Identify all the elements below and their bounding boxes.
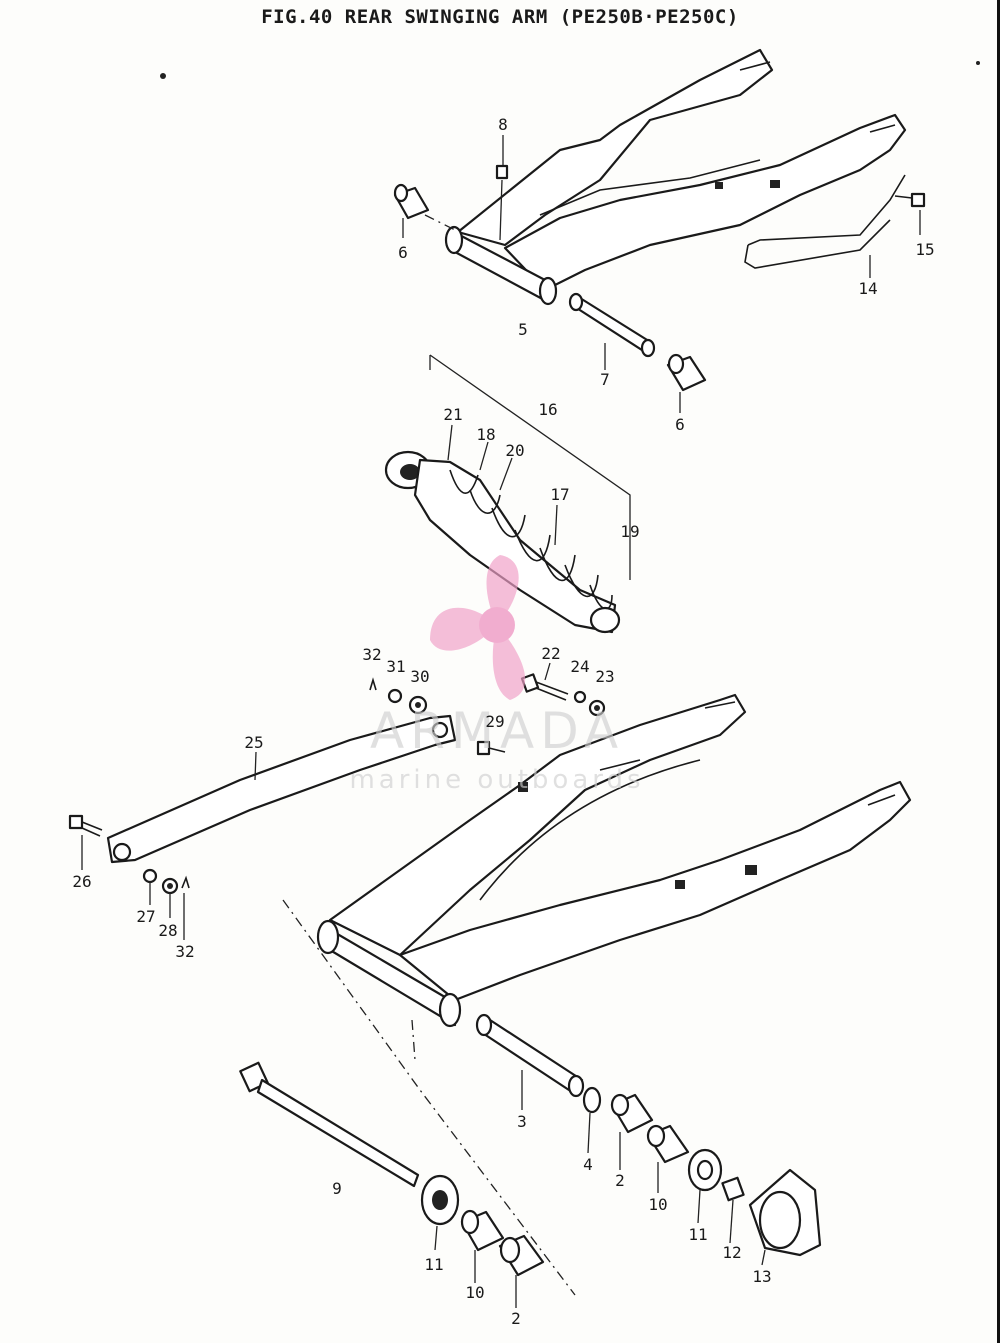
- nut-31: [387, 688, 403, 704]
- callout-9: 9: [332, 1179, 342, 1198]
- bushing-6-lower: [666, 353, 707, 392]
- watermark-brand: ARMADA: [370, 702, 624, 760]
- callout-6-lower: 6: [675, 415, 685, 434]
- figure-title: FIG.40 REAR SWINGING ARM (PE250B·PE250C): [261, 6, 739, 28]
- cotter-pin-32b: [181, 875, 190, 889]
- callout-28: 28: [158, 921, 177, 940]
- callout-22: 22: [541, 644, 560, 663]
- callout-8: 8: [498, 115, 508, 134]
- callout-2-right: 2: [615, 1171, 625, 1190]
- main-swing-arm-1: [316, 693, 912, 1028]
- callout-11-right: 11: [688, 1225, 707, 1244]
- nut-12: [721, 1176, 745, 1202]
- thrust-washer-4: [582, 1086, 602, 1114]
- pivot-bolt-9: [239, 1061, 420, 1188]
- callout-18: 18: [476, 425, 495, 444]
- bushing-6-upper: [393, 183, 430, 220]
- callout-10-left: 10: [465, 1283, 484, 1302]
- callout-4: 4: [583, 1155, 593, 1174]
- watermark: ARMADA marine outboards: [349, 555, 644, 795]
- callout-5: 5: [518, 320, 528, 339]
- callout-12: 12: [722, 1243, 741, 1262]
- shock-absorber-16: [384, 354, 631, 634]
- callout-21: 21: [443, 405, 462, 424]
- callout-29: 29: [485, 712, 504, 731]
- callout-16: 16: [538, 400, 557, 419]
- torque-link-25: [106, 714, 457, 864]
- spacer-pipe-7: [568, 292, 656, 358]
- pivot-spacer-3: [475, 1013, 585, 1098]
- callout-3: 3: [517, 1112, 527, 1131]
- callout-7: 7: [600, 370, 610, 389]
- callout-30: 30: [410, 667, 429, 686]
- bushing-2-left: [498, 1234, 545, 1277]
- callout-13: 13: [752, 1267, 771, 1286]
- bushing-2-right: [610, 1093, 654, 1134]
- frame-edge: [997, 0, 1000, 1343]
- centerline-upper-left: [424, 214, 456, 231]
- callout-27: 27: [136, 907, 155, 926]
- bolt-29: [476, 740, 506, 756]
- callout-11-left: 11: [424, 1255, 443, 1274]
- grease-nipple-8: [495, 164, 509, 241]
- callout-14: 14: [858, 279, 877, 298]
- callout-32-lower: 32: [175, 942, 194, 961]
- spacer-10-right: [646, 1124, 690, 1164]
- callout-23: 23: [595, 667, 614, 686]
- leader-lines: [81, 135, 921, 1308]
- callout-25: 25: [244, 733, 263, 752]
- callout-labels: 8 6 5 7 6 15 14 16 21 18 20 17 19 32 31 …: [72, 115, 934, 1328]
- bracket-14: [744, 174, 906, 269]
- callout-24: 24: [570, 657, 589, 676]
- washer-27: [142, 868, 158, 884]
- callout-10-right: 10: [648, 1195, 667, 1214]
- callout-31: 31: [386, 657, 405, 676]
- cotter-pin-32a: [369, 677, 377, 691]
- centerline-main-down: [411, 1019, 416, 1061]
- callout-26: 26: [72, 872, 91, 891]
- bolt-26: [68, 814, 103, 837]
- seal-11-right: [687, 1148, 723, 1192]
- upper-swing-arm: [444, 48, 907, 306]
- scan-speck: [976, 61, 980, 65]
- cap-13: [748, 1168, 822, 1257]
- scan-speck: [160, 73, 166, 79]
- callout-17: 17: [550, 485, 569, 504]
- washer-24: [573, 690, 587, 704]
- callout-19: 19: [620, 522, 639, 541]
- callout-6-upper: 6: [398, 243, 408, 262]
- watermark-tagline: marine outboards: [349, 765, 644, 795]
- callout-32-upper: 32: [362, 645, 381, 664]
- spacer-10-left: [460, 1209, 505, 1252]
- bolt-15: [894, 192, 926, 208]
- callout-2-left: 2: [511, 1309, 521, 1328]
- callout-15: 15: [915, 240, 934, 259]
- centerline-main-left: [282, 899, 576, 1296]
- seal-11-left: [420, 1174, 460, 1226]
- propeller-icon: [430, 555, 526, 700]
- callout-20: 20: [505, 441, 524, 460]
